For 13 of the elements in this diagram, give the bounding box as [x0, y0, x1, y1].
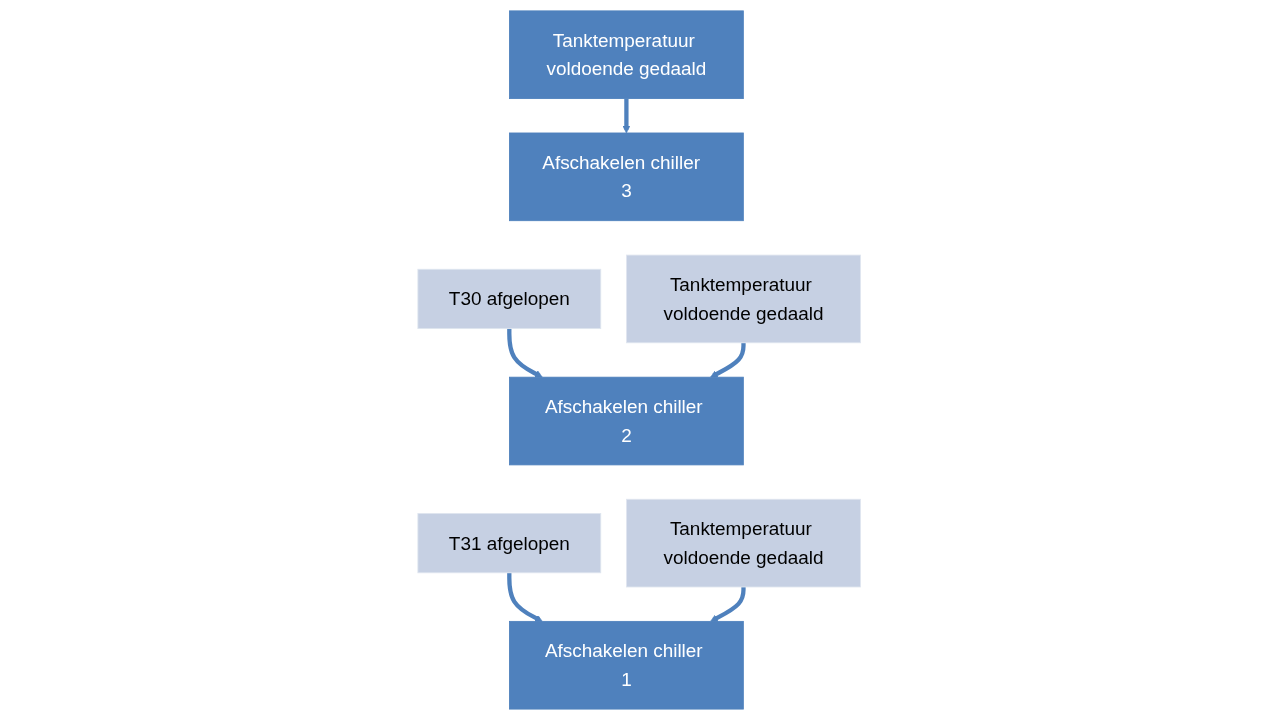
arrow [622, 98, 631, 134]
node-box: T30 afgelopen [417, 268, 601, 330]
arrow [710, 342, 746, 378]
arrow [710, 587, 746, 622]
node-box: Tanktemperatuur voldoende gedaald [625, 498, 861, 588]
node-box: Tanktemperatuur voldoende gedaald [625, 254, 861, 344]
node-box: T31 afgelopen [417, 513, 601, 574]
node-box: Afschakelen chiller 1 [508, 620, 744, 710]
arrow [507, 572, 543, 622]
arrow [507, 328, 543, 378]
node-box: Tanktemperatuur voldoende gedaald [508, 10, 744, 100]
node-box: Afschakelen chiller 3 [508, 132, 744, 222]
node-box: Afschakelen chiller 2 [508, 376, 744, 466]
